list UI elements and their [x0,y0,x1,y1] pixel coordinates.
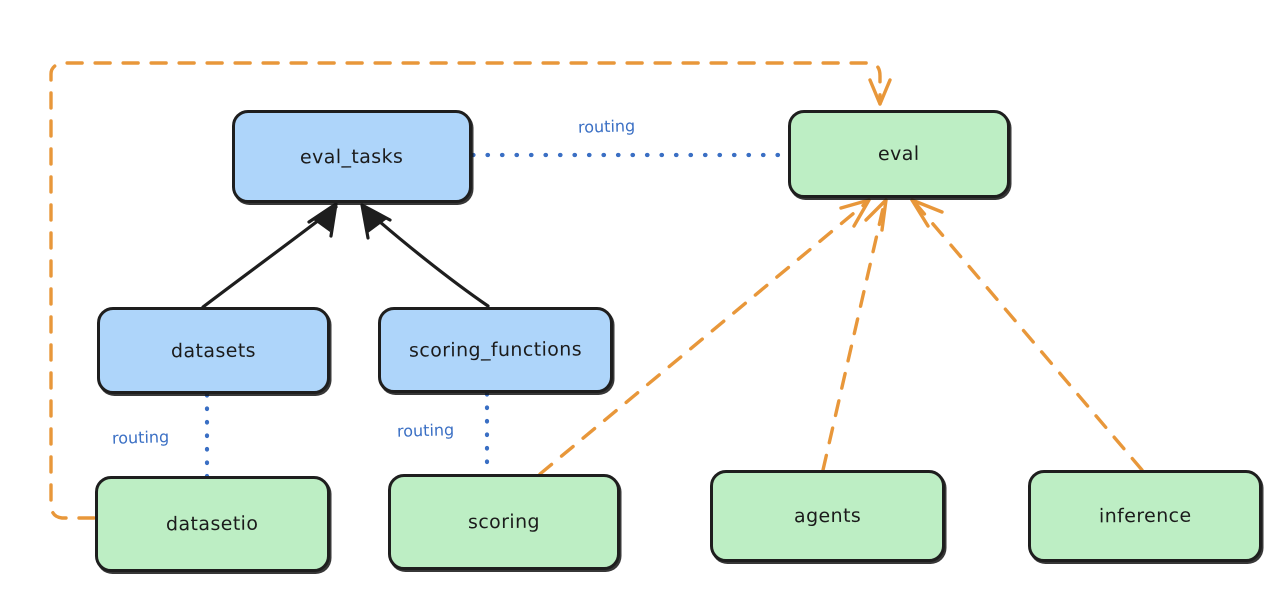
node-datasetio[interactable]: datasetio [95,476,330,572]
edge-label-routing-datasets-datasetio: routing [111,427,170,448]
edge-agents-to-eval [821,198,888,472]
edge-datasets-to-eval-tasks [201,202,338,309]
node-label: datasetio [166,512,259,536]
edge-scoring-functions-to-eval-tasks [360,203,490,308]
node-agents[interactable]: agents [710,470,945,562]
node-label: eval_tasks [300,145,404,168]
node-inference[interactable]: inference [1028,470,1262,562]
node-datasets[interactable]: datasets [97,307,330,394]
node-label: eval [878,142,920,166]
edge-label-routing-eval-tasks-eval: routing [577,116,636,137]
edge-inference-to-eval [910,198,1144,472]
node-label: datasets [170,339,257,362]
node-label: scoring [467,510,541,534]
node-eval-tasks[interactable]: eval_tasks [232,110,472,203]
node-scoring[interactable]: scoring [388,474,620,570]
node-label: scoring_functions [408,338,583,362]
node-eval[interactable]: eval [788,110,1010,198]
node-label: agents [793,504,862,528]
edge-label-routing-scoring-functions-scoring: routing [396,420,455,441]
node-label: inference [1098,504,1192,528]
node-scoring-functions[interactable]: scoring_functions [378,307,613,393]
